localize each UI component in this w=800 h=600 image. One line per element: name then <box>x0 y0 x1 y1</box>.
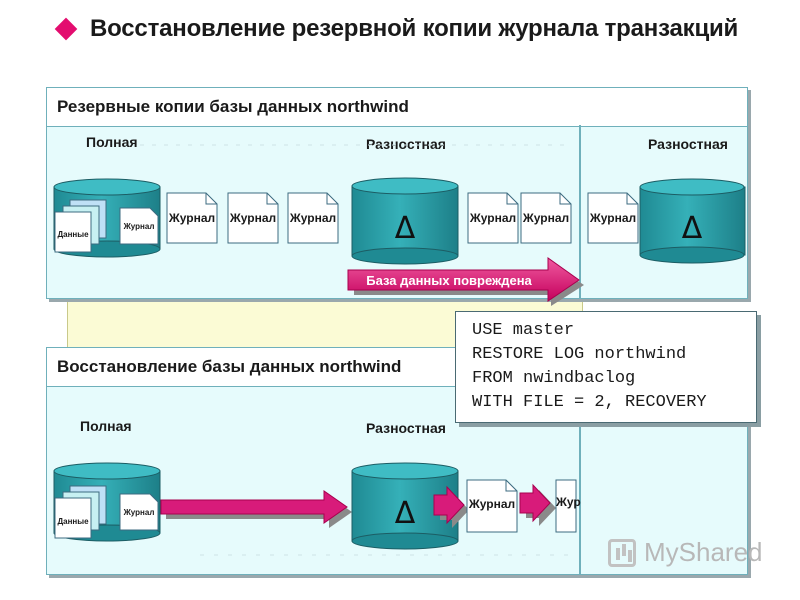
bottom-diff-delta: Δ <box>395 496 416 531</box>
chart-logo-icon <box>608 538 636 567</box>
top-diff-cylinder-1: Δ <box>351 177 459 265</box>
top-col-full: Полная <box>86 134 138 150</box>
top-log-doc-5: Журнал <box>520 192 572 244</box>
database-damaged-arrow: База данных повреждена <box>347 257 584 306</box>
top-diff-cylinder-2: Δ <box>639 178 746 264</box>
slide-title: Восстановление резервной копии журнала т… <box>90 15 739 42</box>
top-log-doc-2-label: Журнал <box>229 211 276 225</box>
top-divider <box>579 125 581 299</box>
top-diff-2-delta: Δ <box>682 211 703 246</box>
bottom-data-label: Данные <box>57 517 89 526</box>
bottom-data-pages-icon: Данные <box>54 485 107 539</box>
top-full-log-doc: Журнал <box>119 207 159 245</box>
top-log-doc-1-label: Журнал <box>168 211 215 225</box>
top-log-doc-3-label: Журнал <box>289 211 336 225</box>
top-data-pages-icon: Данные <box>54 199 107 253</box>
restore-log-code-box: USE master RESTORE LOG northwind FROM nw… <box>455 311 757 423</box>
backups-panel-heading: Резервные копии базы данных northwind <box>57 97 409 116</box>
bottom-divider <box>579 385 581 575</box>
restore-panel-heading: Восстановление базы данных northwind <box>57 357 402 376</box>
top-log-doc-6-label: Журнал <box>589 211 636 225</box>
bottom-col-diff: Разностная <box>366 420 446 436</box>
watermark-text: MyShared <box>644 537 763 567</box>
bottom-log-doc-2-label: Жур <box>555 495 581 509</box>
top-log-doc-3: Журнал <box>287 192 339 244</box>
restore-arrow-to-diff <box>160 490 352 528</box>
code-line-1: USE master <box>472 321 575 340</box>
slide-title-row: Восстановление резервной копии журнала т… <box>54 13 739 45</box>
top-log-doc-4-label: Журнал <box>469 211 516 225</box>
top-log-doc-5-label: Журнал <box>522 211 569 225</box>
restore-arrow-to-next-log <box>519 483 556 526</box>
bottom-log-doc-1: Журнал <box>466 479 518 533</box>
top-log-doc-4: Журнал <box>467 192 519 244</box>
code-line-2: RESTORE LOG northwind <box>472 345 687 364</box>
bottom-full-log-label: Журнал <box>123 508 155 517</box>
code-line-3: FROM nwindbaclog <box>472 369 636 388</box>
database-damaged-label: База данных повреждена <box>366 273 532 288</box>
top-col-diff-1: Разностная <box>366 136 446 152</box>
bottom-col-full: Полная <box>80 418 132 434</box>
top-log-doc-2: Журнал <box>227 192 279 244</box>
top-diff-1-delta: Δ <box>395 211 416 246</box>
top-data-label: Данные <box>57 230 89 239</box>
backups-panel-header: Резервные копии базы данных northwind <box>47 88 747 127</box>
top-log-doc-1: Журнал <box>166 192 218 244</box>
restore-arrow-to-log <box>433 485 469 528</box>
bottom-log-doc-2-partial: Жур <box>555 479 581 533</box>
top-full-log-label: Журнал <box>123 222 155 231</box>
bottom-full-log-doc: Журнал <box>119 493 159 531</box>
watermark: MyShared <box>608 537 763 568</box>
top-col-diff-2: Разностная <box>648 136 728 152</box>
top-log-doc-6: Журнал <box>587 192 639 244</box>
code-line-4: WITH FILE = 2, RECOVERY <box>472 393 707 412</box>
bottom-log-doc-1-label: Журнал <box>468 497 515 511</box>
